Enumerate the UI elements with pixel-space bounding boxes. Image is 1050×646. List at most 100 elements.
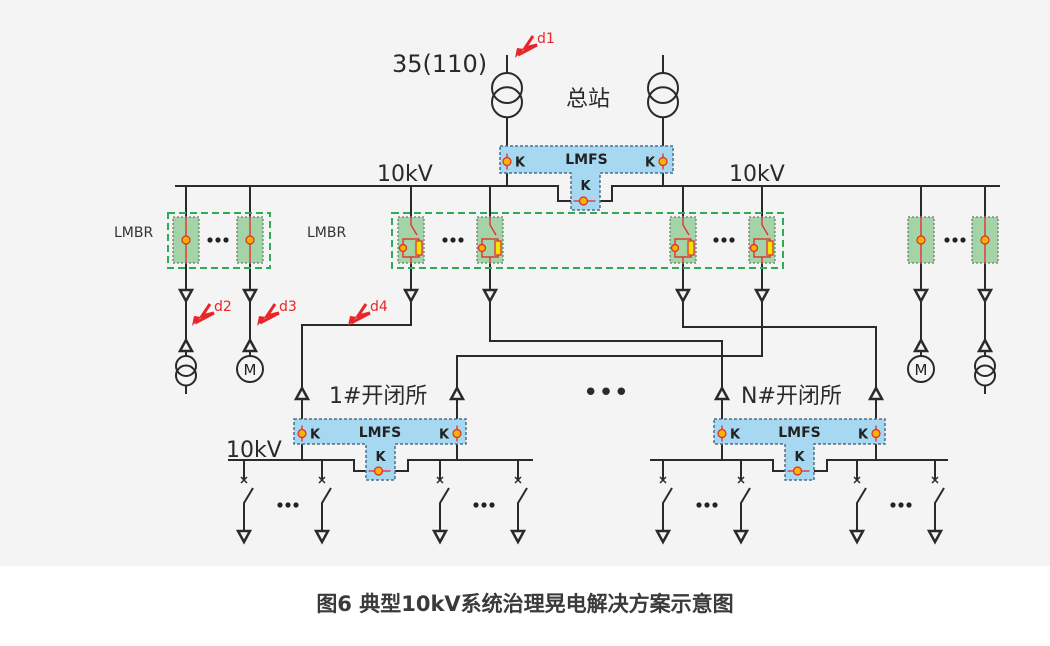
load-transformer-icon [974,355,996,377]
ellipsis-dot [215,237,221,243]
breaker-x-icon [240,476,248,484]
breaker-x-icon [436,476,444,484]
breaker-x-icon [853,476,861,484]
fault-point-label: d4 [370,299,388,315]
fault-d2 [192,303,215,326]
lightning-fault-icon [259,303,280,325]
ellipsis-dot [285,502,291,508]
cable-head-down-icon [481,288,499,304]
load-arrow-icon [235,529,253,545]
transformer-winding-icon [974,364,996,387]
cable-head-down-icon [402,288,420,304]
lmbr-switch-icon [398,243,408,253]
cable-head-down-icon [177,288,195,304]
ellipsis-dot [481,502,487,508]
k-label: K [730,428,741,443]
ellipsis-dot [450,237,456,243]
outgoing-switch [439,487,450,530]
lightning-fault-icon [350,303,371,325]
fast-switch-icon [297,428,307,439]
ellipsis-dot [721,237,727,243]
k-label: K [375,450,386,465]
ellipsis-dot [696,502,702,508]
incoming-transformer-icon [491,72,523,104]
lmbr-switch-icon [980,235,990,245]
breaker-x-icon [318,476,326,484]
lmfs-fast-switch-box [499,145,674,211]
fast-switch-icon [452,428,462,439]
feeder-to-subN-right [682,301,877,390]
lmbr-switch-icon [245,235,255,245]
resistor-icon [766,240,774,256]
breaker-contact-icon [489,217,497,236]
motor-label: M [244,361,257,379]
cable-head-down-icon [912,288,930,304]
fault-point-label: d1 [537,31,555,47]
ellipsis-dot [898,502,904,508]
fast-switch-icon [502,156,512,167]
ellipsis-dot [712,502,718,508]
fault-point-label: d3 [279,299,297,315]
feeder-to-sub1-right [456,301,763,390]
lmbr-switch-icon [181,235,191,245]
breaker-x-icon [514,476,522,484]
load-arrow-icon [313,529,331,545]
fault-arrowhead-icon [348,316,357,326]
fast-switch-icon [658,156,668,167]
breaker-contact-icon [682,217,690,236]
breaker-x-icon [659,476,667,484]
cable-head-down-icon [753,288,771,304]
fast-switch-icon [871,428,881,439]
ellipsis-dot [704,502,710,508]
bus-tie-switch-icon [373,466,384,476]
outgoing-switch [662,487,673,530]
transformer-winding-icon [647,86,679,119]
ellipsis-dot [223,237,229,243]
breaker-contact-icon [410,217,418,236]
outgoing-switch [243,487,254,530]
lmbr-switch-icon [477,243,487,253]
cable-head-up-icon [713,385,731,401]
fast-switch-icon [717,428,727,439]
incoming-transformer-icon [647,72,679,104]
fault-arrowhead-icon [257,316,266,326]
ellipsis-dot [713,237,719,243]
lmbr-group-mid [391,212,784,269]
ellipsis-dot [473,502,479,508]
ellipsis-dot [277,502,283,508]
cable-head-up-icon [293,385,311,401]
bus-label-sub1: 10kV [226,438,282,463]
lmbr-label-left: LMBR [114,225,153,241]
bus-tie-switch-icon [792,466,803,476]
k-label: K [439,428,450,443]
k-label: K [858,428,869,443]
one-line-diagram: 35(110) 总站 10kV 10kV 10kV LMBR LMBR 1#开闭… [114,31,1000,545]
fault-d1 [515,35,538,58]
fault-point-label: d2 [214,299,232,315]
bus-label-right: 10kV [729,162,785,187]
load-arrow-icon [926,529,944,545]
figure-caption: 图6 典型10kV系统治理晃电解决方案示意图 [316,592,734,616]
load-arrow-icon [431,529,449,545]
outgoing-switch [321,487,332,530]
resistor-icon [494,240,502,256]
motor-label: M [915,361,928,379]
fault-d3 [257,303,280,326]
substation-1-label: 1#开闭所 [329,384,427,409]
lightning-fault-icon [517,35,538,57]
cable-head-up-icon [177,337,195,353]
cable-head-up-icon [448,385,466,401]
ellipsis-dot [458,237,464,243]
transformer-winding-icon [175,364,197,387]
breaker-x-icon [737,476,745,484]
ellipsis-dot [729,237,735,243]
resistor-icon [687,240,695,256]
k-label: K [310,428,321,443]
lmfs-label: LMFS [565,152,608,168]
load-arrow-icon [654,529,672,545]
load-arrow-icon [509,529,527,545]
lmbr-switch-icon [916,235,926,245]
k-label: K [515,156,526,171]
breaker-x-icon [931,476,939,484]
fault-d4 [348,303,371,326]
